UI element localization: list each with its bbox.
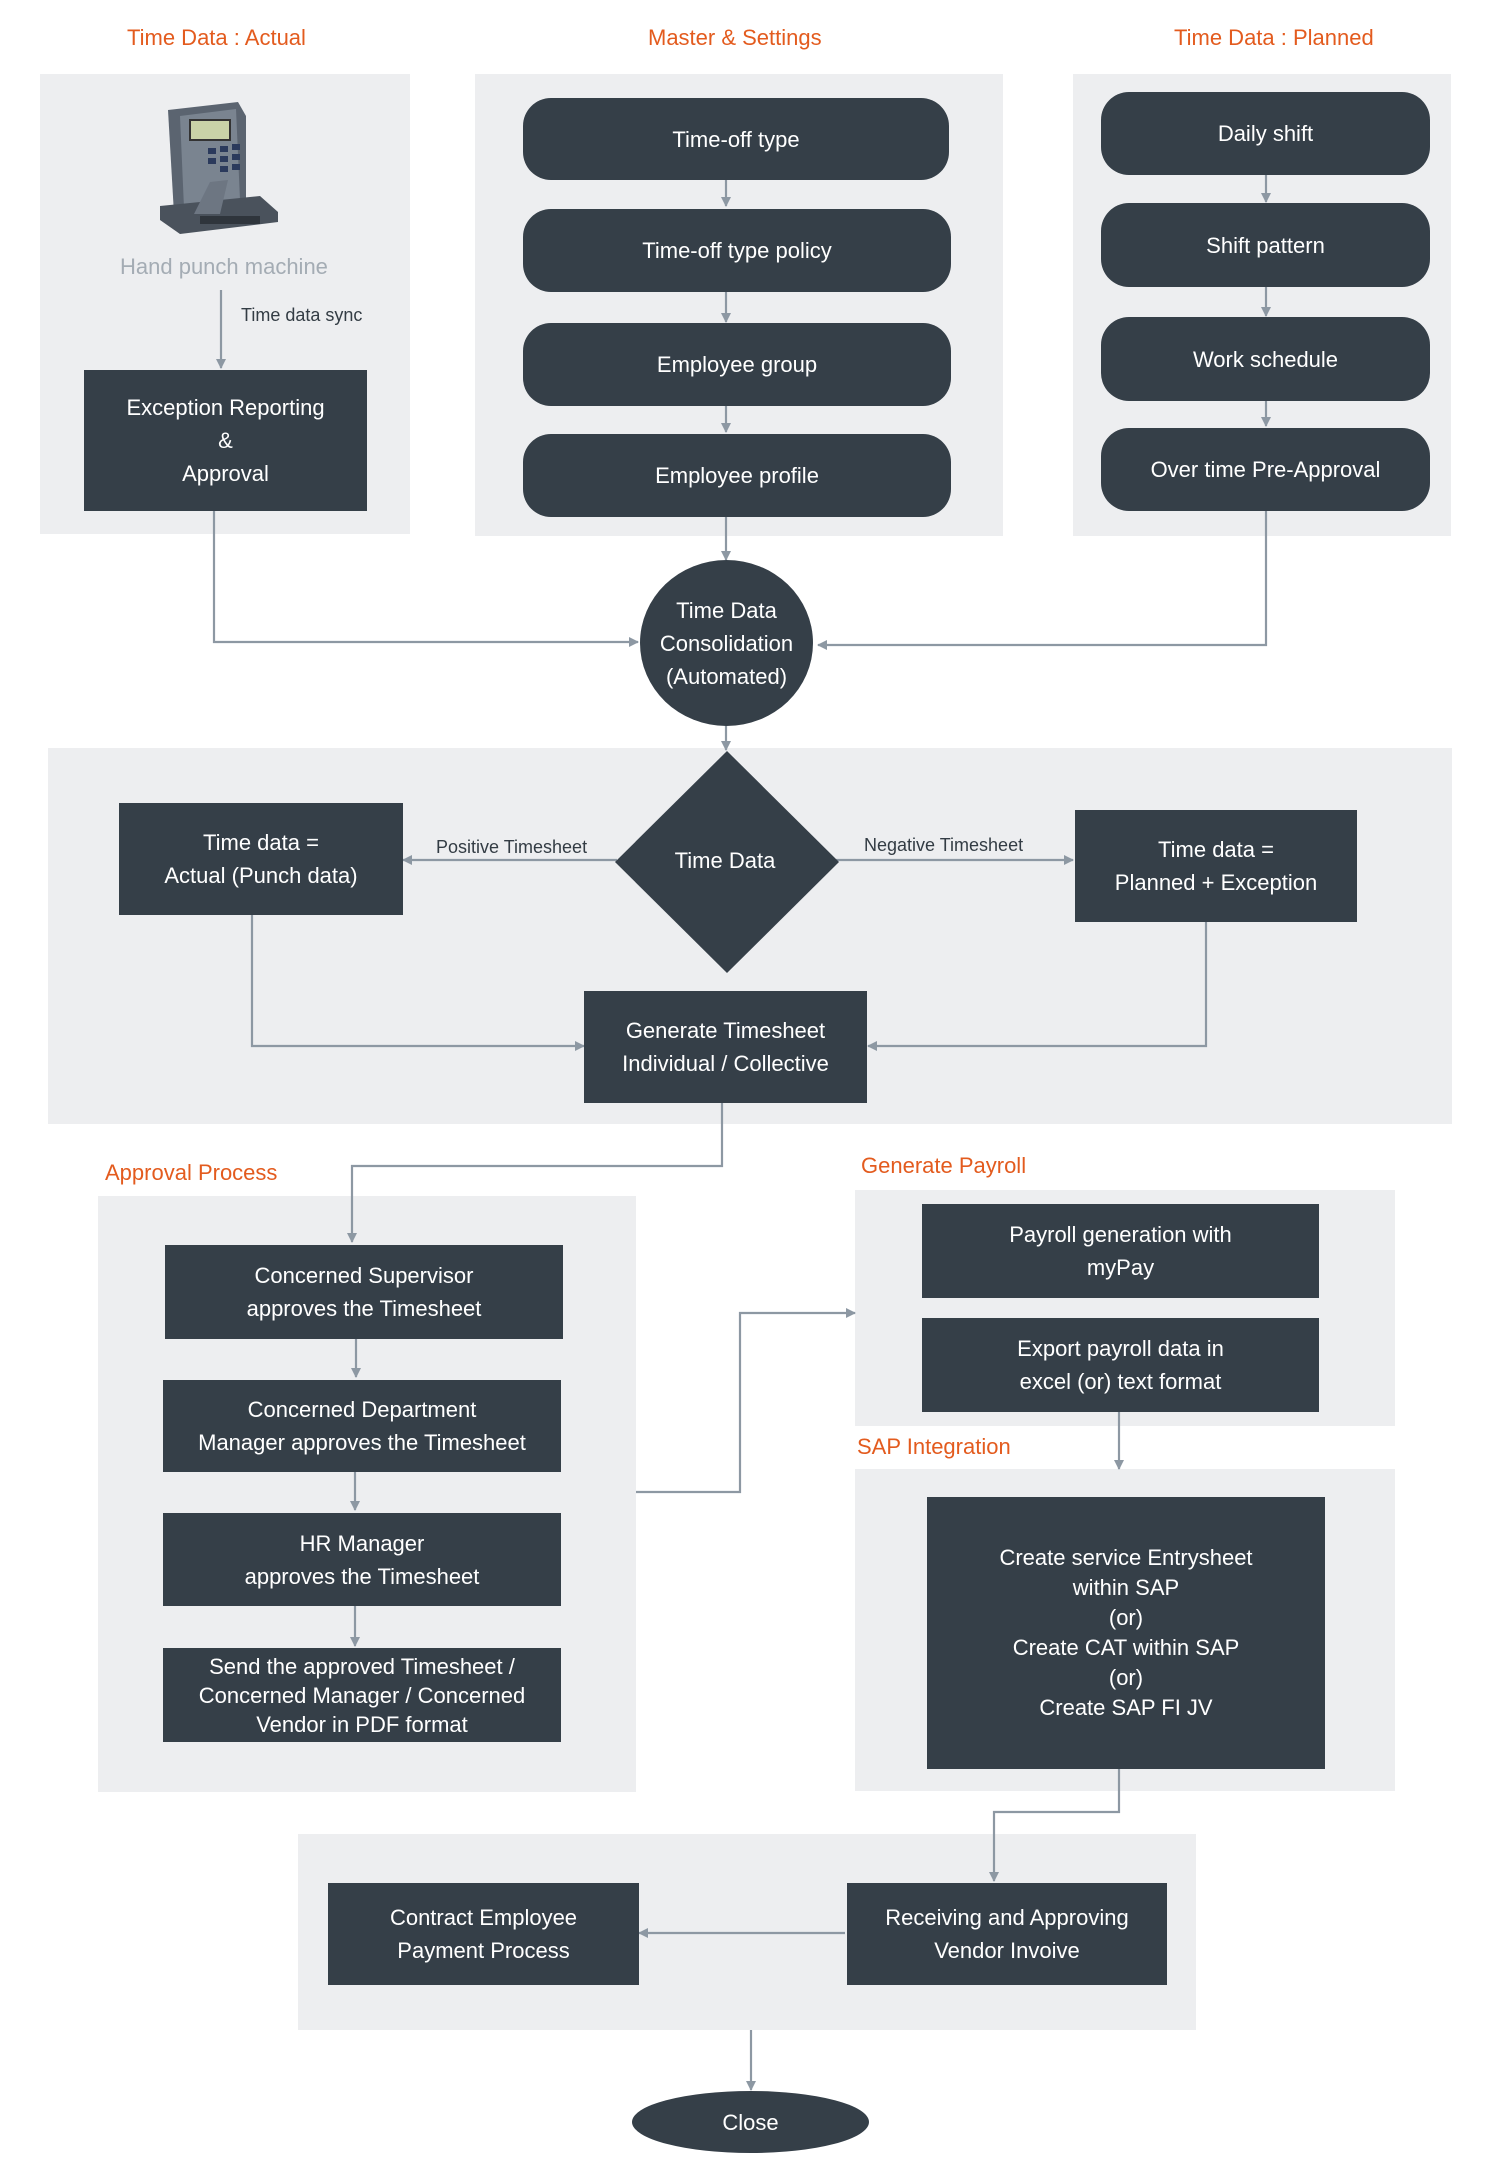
hand-punch-machine-label: Hand punch machine (120, 254, 328, 279)
vendor-invoice-box[interactable]: Receiving and Approving Vendor Invoive (847, 1883, 1167, 1985)
time-data-planned-box[interactable]: Time data = Planned + Exception (1075, 810, 1357, 922)
negative-timesheet-label: Negative Timesheet (864, 835, 1024, 855)
generate-timesheet-box[interactable]: Generate Timesheet Individual / Collecti… (584, 991, 867, 1103)
section-title-master-settings: Master & Settings (648, 25, 822, 50)
section-title-time-actual: Time Data : Actual (127, 25, 306, 50)
payroll-generation-box[interactable]: Payroll generation with myPay (922, 1204, 1319, 1298)
hr-manager-approval-box[interactable]: HR Manager approves the Timesheet (163, 1513, 561, 1606)
exception-reporting-box[interactable]: Exception Reporting & Approval (84, 370, 367, 511)
contract-employee-payment-box[interactable]: Contract Employee Payment Process (328, 1883, 639, 1985)
daily-shift-box[interactable]: Daily shift (1101, 92, 1430, 175)
time-data-sync-label: Time data sync (241, 305, 363, 325)
sap-integration-box[interactable]: Create service Entrysheet within SAP (or… (927, 1497, 1325, 1769)
work-schedule-box[interactable]: Work schedule (1101, 317, 1430, 401)
export-payroll-data-box[interactable]: Export payroll data in excel (or) text f… (922, 1318, 1319, 1412)
employee-group-box[interactable]: Employee group (523, 323, 951, 406)
send-approved-timesheet-box[interactable]: Send the approved Timesheet / Concerned … (163, 1648, 561, 1742)
hand-punch-machine-image (160, 102, 278, 234)
employee-profile-box[interactable]: Employee profile (523, 434, 951, 517)
section-title-approval-process: Approval Process (105, 1160, 278, 1185)
section-title-generate-payroll: Generate Payroll (861, 1153, 1027, 1178)
supervisor-approval-box[interactable]: Concerned Supervisor approves the Timesh… (165, 1245, 563, 1339)
time-off-type-policy-box[interactable]: Time-off type policy (523, 209, 951, 292)
close-node[interactable]: Close (632, 2091, 869, 2153)
section-title-time-planned: Time Data : Planned (1174, 25, 1374, 50)
department-manager-approval-box[interactable]: Concerned Department Manager approves th… (163, 1380, 561, 1472)
time-data-actual-box[interactable]: Time data = Actual (Punch data) (119, 803, 403, 915)
time-data-decision-label: Time Data (674, 847, 776, 873)
positive-timesheet-label: Positive Timesheet (436, 837, 588, 857)
time-data-consolidation-node[interactable]: Time Data Consolidation (Automated) (640, 560, 813, 726)
time-data-decision-diamond[interactable] (615, 751, 839, 973)
time-off-type-box[interactable]: Time-off type (523, 98, 949, 180)
shift-pattern-box[interactable]: Shift pattern (1101, 203, 1430, 287)
section-title-sap-integration: SAP Integration (857, 1434, 1011, 1459)
overtime-pre-approval-box[interactable]: Over time Pre-Approval (1101, 428, 1430, 511)
